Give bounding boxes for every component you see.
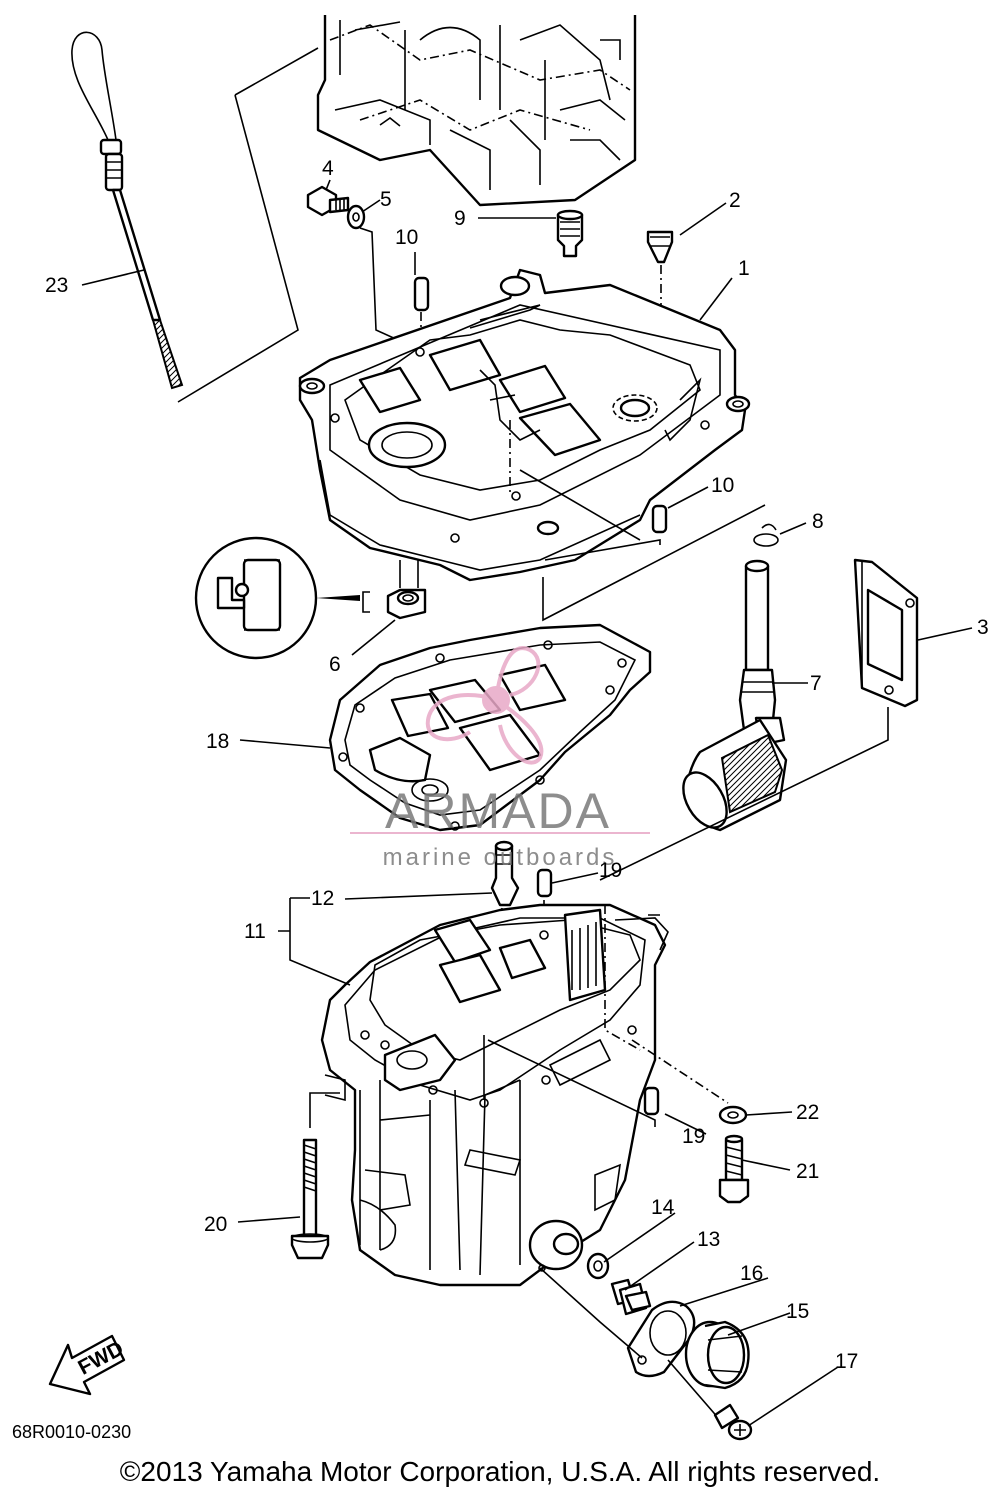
callout-18: 18 bbox=[206, 730, 229, 753]
callout-labels: 1 2 3 4 5 6 7 8 9 10 10 11 12 13 14 15 1… bbox=[45, 157, 989, 1373]
watermark-tagline: marine outboards bbox=[383, 844, 618, 871]
propeller-logo bbox=[425, 646, 544, 765]
oil-seal-6 bbox=[362, 588, 427, 620]
callout-12: 12 bbox=[311, 887, 334, 910]
bolt-20 bbox=[290, 1138, 330, 1260]
fitting-9 bbox=[556, 209, 584, 258]
armada-watermark: ARMADA marine outboards bbox=[350, 646, 650, 871]
gasket-16 bbox=[626, 1300, 696, 1378]
seal-detail-view bbox=[194, 536, 360, 660]
dowel-pin-19-lower bbox=[643, 1086, 660, 1116]
callout-3: 3 bbox=[977, 616, 989, 639]
fwd-arrow: FWD bbox=[48, 1334, 127, 1396]
callout-15: 15 bbox=[786, 1300, 809, 1323]
washer-5 bbox=[346, 204, 366, 230]
callout-23: 23 bbox=[45, 274, 68, 297]
dipstick-bracket bbox=[177, 47, 319, 403]
plate-3 bbox=[853, 558, 919, 708]
bolt-4 bbox=[306, 185, 350, 217]
callout-leaders bbox=[81, 179, 973, 1427]
callout-2: 2 bbox=[729, 189, 741, 212]
callout-14: 14 bbox=[651, 1196, 675, 1219]
washer-22 bbox=[718, 1105, 748, 1125]
callout-6: 6 bbox=[329, 653, 341, 676]
dipstick bbox=[71, 31, 184, 390]
callout-9: 9 bbox=[454, 207, 466, 230]
dowel-pin-10-lower bbox=[651, 504, 668, 534]
bracket-lines-top bbox=[542, 504, 766, 622]
cover-15 bbox=[684, 1320, 750, 1390]
clip-8 bbox=[753, 523, 779, 547]
bolt-21 bbox=[718, 1134, 750, 1204]
screw-17 bbox=[713, 1403, 753, 1441]
callout-5: 5 bbox=[380, 188, 392, 211]
callout-10-top: 10 bbox=[395, 226, 418, 249]
oil-pan-11 bbox=[320, 903, 669, 1287]
callout-4: 4 bbox=[322, 157, 334, 180]
engine-block bbox=[316, 15, 637, 207]
gasket-14 bbox=[586, 1252, 610, 1280]
callout-19-lower: 19 bbox=[682, 1125, 705, 1148]
callout-1: 1 bbox=[738, 257, 750, 280]
dowel-pin-19-top bbox=[536, 868, 553, 898]
callout-13: 13 bbox=[697, 1228, 720, 1251]
watermark-brand: ARMADA bbox=[385, 783, 611, 839]
plug-2 bbox=[646, 230, 674, 264]
callout-20: 20 bbox=[204, 1213, 227, 1236]
callout-17: 17 bbox=[835, 1350, 858, 1373]
exhaust-guide-1 bbox=[298, 268, 751, 582]
callout-19-top: 19 bbox=[599, 859, 622, 882]
callout-16: 16 bbox=[740, 1262, 763, 1285]
dowel-pin-10-top bbox=[413, 276, 430, 312]
copyright-notice: ©2013 Yamaha Motor Corporation, U.S.A. A… bbox=[119, 1456, 881, 1487]
callout-21: 21 bbox=[796, 1160, 819, 1183]
callout-10-lower: 10 bbox=[711, 474, 734, 497]
oil-strainer-7 bbox=[682, 559, 788, 832]
drawing-code: 68R0010-0230 bbox=[12, 1422, 132, 1442]
callout-11: 11 bbox=[244, 920, 266, 943]
callout-8: 8 bbox=[812, 510, 824, 533]
drain-bolt-13 bbox=[610, 1278, 652, 1316]
callout-7: 7 bbox=[810, 672, 822, 695]
callout-22: 22 bbox=[796, 1101, 819, 1124]
fitting-12 bbox=[490, 840, 520, 907]
